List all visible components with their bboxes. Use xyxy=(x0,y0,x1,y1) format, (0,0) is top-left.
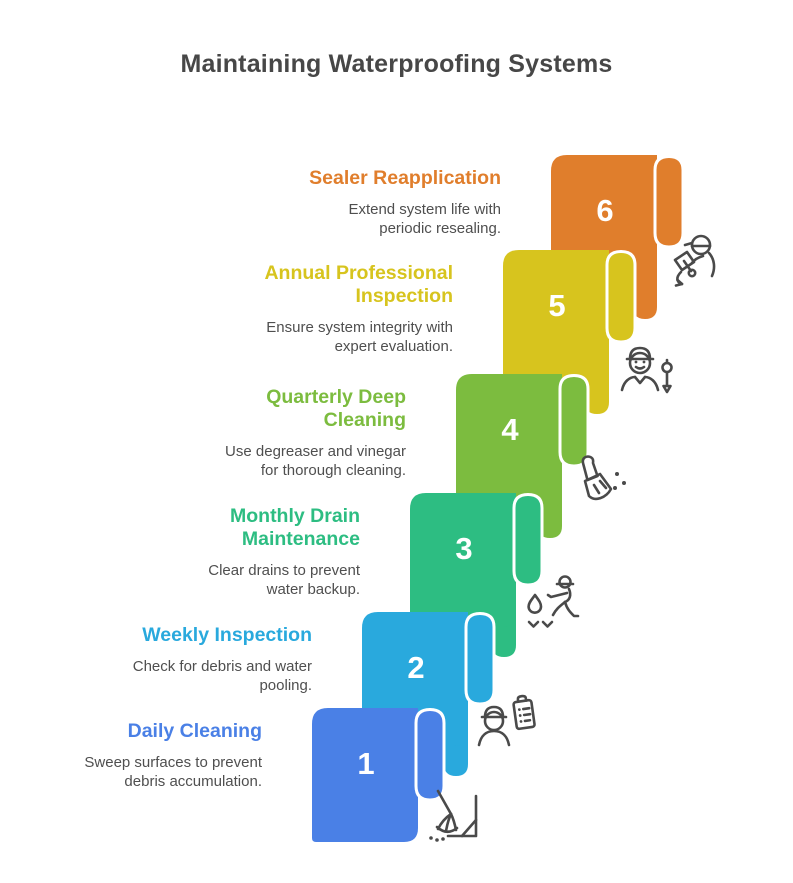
step-2-text: Weekly Inspection Check for debris and w… xyxy=(82,624,312,695)
step-description: Ensure system integrity with expert eval… xyxy=(266,319,453,356)
step-number: 5 xyxy=(548,288,565,323)
ribbon-curl xyxy=(512,493,544,587)
step-title: Monthly Drain Maintenance xyxy=(230,505,360,550)
ribbon-body xyxy=(410,493,516,627)
sealer-worker-icon xyxy=(673,234,716,287)
step-number: 6 xyxy=(596,193,613,228)
inspector-clipboard-icon xyxy=(477,694,536,747)
step-5: Annual Professional Inspection Ensure sy… xyxy=(264,250,673,425)
ribbon-body xyxy=(503,250,609,384)
ribbon-body xyxy=(312,708,418,842)
ribbon-scroll: 4 xyxy=(456,374,590,538)
step-title: Weekly Inspection xyxy=(142,624,312,646)
broom-corner-icon xyxy=(429,789,478,842)
step-3-text: Monthly Drain Maintenance Clear drains t… xyxy=(130,505,360,599)
step-number: 4 xyxy=(501,412,519,447)
step-4: Quarterly Deep Cleaning Use degreaser an… xyxy=(225,374,626,549)
step-description: Sweep surfaces to prevent debris accumul… xyxy=(84,754,262,791)
ribbon-scroll: 3 xyxy=(410,493,544,657)
step-number: 1 xyxy=(357,746,374,781)
step-title: Annual Professional Inspection xyxy=(264,262,453,307)
ribbon-curl xyxy=(605,250,637,344)
step-1: Daily Cleaning Sweep surfaces to prevent… xyxy=(84,708,478,883)
ribbon-body xyxy=(456,374,562,508)
ribbon-scroll: 5 xyxy=(503,250,637,414)
ribbon-curl xyxy=(558,374,590,468)
ribbon-curl xyxy=(414,708,446,802)
step-3: Monthly Drain Maintenance Clear drains t… xyxy=(208,493,580,668)
step-description: Extend system life with periodic reseali… xyxy=(348,201,501,238)
ribbon-curl xyxy=(653,155,685,249)
hand-brush-icon xyxy=(581,455,626,501)
step-title: Quarterly Deep Cleaning xyxy=(266,386,406,431)
step-title: Sealer Reapplication xyxy=(309,167,501,189)
drain-worker-icon xyxy=(527,575,580,628)
ribbon-curl xyxy=(464,612,496,706)
step-number: 2 xyxy=(407,650,424,685)
step-description: Check for debris and water pooling. xyxy=(132,658,312,695)
step-6-text: Sealer Reapplication Extend system life … xyxy=(271,167,501,238)
step-description: Clear drains to prevent water backup. xyxy=(208,562,360,599)
page-title: Maintaining Waterproofing Systems xyxy=(180,50,613,78)
step-5-text: Annual Professional Inspection Ensure sy… xyxy=(223,262,453,356)
engineer-icon xyxy=(620,346,673,394)
step-number: 3 xyxy=(455,531,472,566)
step-title: Daily Cleaning xyxy=(127,720,262,742)
ribbon-scroll: 1 xyxy=(312,708,446,842)
step-1-text: Daily Cleaning Sweep surfaces to prevent… xyxy=(32,720,262,791)
step-4-text: Quarterly Deep Cleaning Use degreaser an… xyxy=(176,386,406,480)
step-description: Use degreaser and vinegar for thorough c… xyxy=(225,443,406,480)
